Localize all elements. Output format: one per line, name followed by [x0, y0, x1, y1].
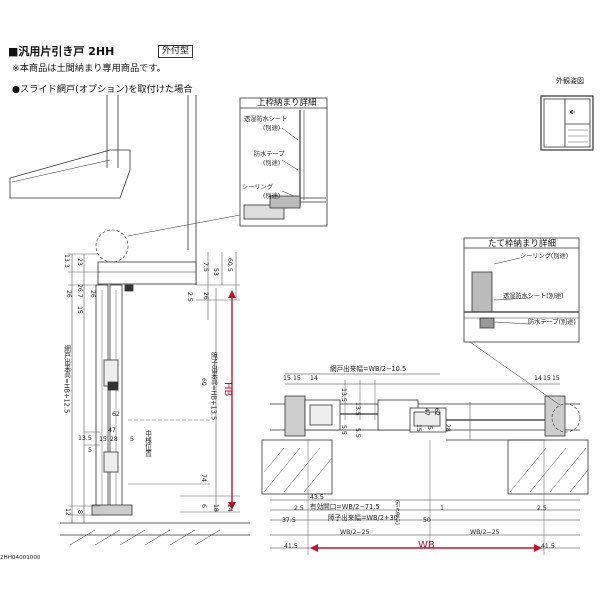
top-detail-label-5: シーリング — [242, 184, 273, 191]
dim-15: 15 — [76, 306, 84, 314]
dim-inner-74: 74 — [200, 474, 208, 482]
h-dim-62: 62 — [433, 408, 441, 416]
dim-inner-18: 18 — [212, 504, 220, 512]
side-detail-label-1: シーリング(別途) — [520, 253, 569, 260]
h-dim-5: 5 — [426, 426, 434, 430]
h-dim-2-5a: 2.5 — [294, 505, 304, 512]
dim-2-5: 2.5 — [186, 292, 194, 302]
dim-26-top: 26 — [202, 292, 210, 300]
h-dim-15a: 15 — [283, 375, 291, 382]
h-dim-43-5: 43.5 — [310, 494, 324, 501]
dim-inner-5: 5 — [130, 436, 134, 443]
dim-12: 12 — [64, 508, 72, 516]
top-detail-label-1: 透湿防水シート — [244, 116, 288, 123]
h-dim-14: 14 — [310, 375, 318, 382]
dim-8: 8 — [76, 510, 84, 514]
dim-26: 26 — [65, 290, 73, 298]
screen-height-label: 網戸出来高=HB+12.5 — [62, 345, 71, 414]
top-detail-title: 上枠納まり詳細 — [257, 98, 317, 108]
dim-53: 53 — [212, 268, 220, 276]
dim-inner-62: 62 — [112, 411, 120, 418]
h-dim-13-5a: 13.5 — [340, 388, 348, 402]
h-dim-15b: 15 — [293, 375, 301, 382]
dim-13-3: 13.3 — [63, 254, 71, 268]
top-detail-label-4: (別途) — [263, 160, 281, 167]
dim-13-5: 13.5 — [78, 435, 92, 442]
centerline-label: 中桟位置 — [143, 430, 152, 457]
dim-inner-60: 60 — [200, 378, 208, 386]
h-dim-47: 47 — [423, 408, 431, 416]
h-dim-5-5b: 5.5 — [354, 428, 362, 438]
h-dim-1: 1 — [440, 505, 444, 512]
dim-26-7: 26.7 — [76, 284, 84, 298]
exterior-view-label: 外観姿図 — [556, 77, 584, 85]
side-detail-label-2: 透湿防水シート(別途) — [503, 293, 564, 300]
wb-label: WB — [418, 540, 435, 551]
h-dim-41-5b: 41.5 — [541, 543, 555, 550]
bullet-text: ●スライド網戸(オプション)を取付けた場合 — [12, 84, 193, 95]
h-dim-50: 50 — [423, 517, 431, 524]
h-dim-2-5b: 2.5 — [537, 505, 547, 512]
dim-inner-15: 15 — [99, 436, 107, 443]
open-width-label: 有効開口=WB/2−71.5 — [310, 503, 380, 511]
door-width-label: 障子出来幅=WB/2+30 — [328, 514, 398, 522]
h-dim-28: 28 — [444, 424, 452, 432]
h-dim-13-5b: 13.5 — [354, 402, 362, 416]
h-dim-37-5: 37.5 — [282, 517, 296, 524]
h-dim-15c: 15 — [543, 375, 551, 382]
top-detail-label-2: (別途) — [263, 125, 281, 132]
h-dim-15e: 15 — [415, 424, 423, 432]
page-title: ■汎用片引き戸 2HH — [8, 45, 115, 58]
type-badge: 外付型 — [158, 45, 194, 58]
side-detail-label-3: 防水テープ(別途) — [528, 319, 576, 326]
dim-inner-47: 47 — [108, 427, 116, 434]
dim-23: 23 — [76, 258, 84, 266]
top-detail-label-3: 防水テープ — [254, 151, 285, 158]
drawing-code: 2HH04001000 — [0, 555, 41, 561]
side-detail-title: たて枠納まり詳細 — [488, 239, 557, 249]
top-detail-label-6: (別途) — [263, 193, 281, 200]
dim-inner-24: 24 — [226, 504, 234, 512]
screen-width-label: 網戸出来幅=WB/2−10.5 — [330, 365, 407, 373]
h-dim-41-5a: 41.5 — [284, 543, 298, 550]
half-left-label: WB/2−25 — [340, 529, 370, 536]
center-note: (引き違い) — [394, 500, 401, 525]
dim-inner-6: 6 — [200, 504, 208, 508]
h-dim-14b: 14 — [534, 375, 542, 382]
note-text: ※本商品は土間納まり専用商品です。 — [12, 63, 166, 74]
dim-7-5: 7.5 — [202, 262, 210, 272]
hb-label: HB — [222, 382, 233, 397]
dim-inner-28: 28 — [110, 436, 118, 443]
door-height-label: 障子出来高=HB+13.5 — [209, 352, 218, 421]
dim-60-5: 60.5 — [226, 258, 234, 272]
h-dim-15d: 15 — [552, 375, 560, 382]
dim-inner-26: 26 — [89, 290, 97, 298]
half-right-label: WB/2−25 — [470, 529, 500, 536]
h-dim-5-5a: 5.5 — [340, 425, 348, 435]
dim-5: 5 — [88, 447, 92, 454]
